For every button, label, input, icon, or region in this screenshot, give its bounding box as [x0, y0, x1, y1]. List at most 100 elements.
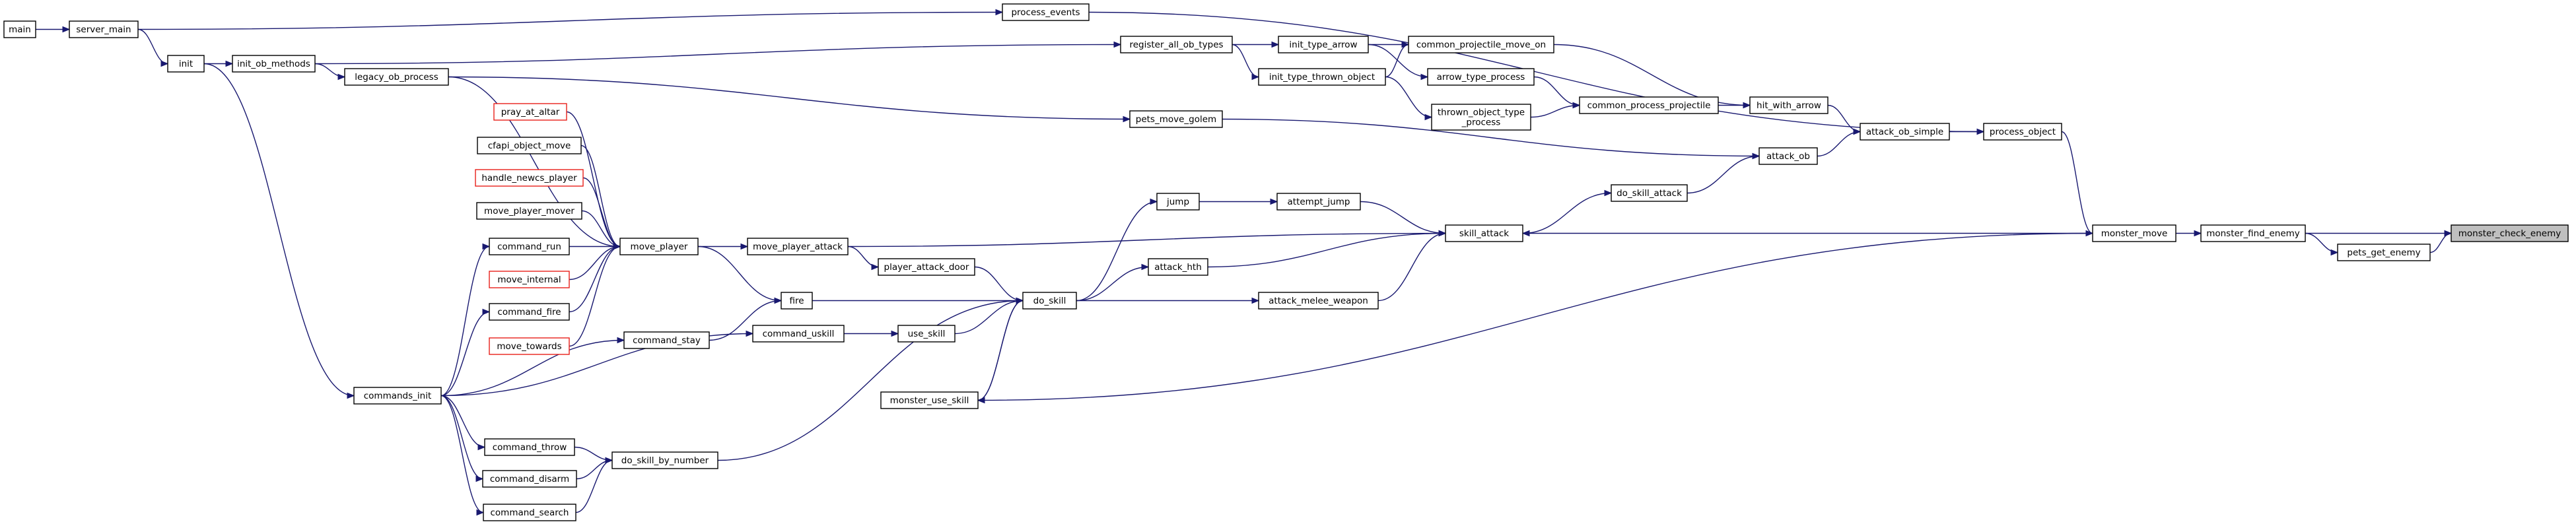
node-label: common_projectile_move_on [1416, 40, 1546, 50]
node-command_fire[interactable]: command_fire [489, 303, 570, 321]
node-do_skill_attack[interactable]: do_skill_attack [1611, 184, 1688, 202]
node-command_throw[interactable]: command_throw [484, 438, 575, 456]
node-process_object[interactable]: process_object [1983, 123, 2062, 141]
node-do_skill[interactable]: do_skill [1022, 292, 1077, 310]
node-pets_get_enemy[interactable]: pets_get_enemy [2337, 244, 2431, 261]
arrowhead-common_process_projectile-to-hit_with_arrow [1743, 102, 1751, 109]
node-process_events[interactable]: process_events [1002, 3, 1090, 21]
node-label: legacy_ob_process [355, 72, 438, 82]
node-move_player[interactable]: move_player [619, 238, 699, 255]
edge-register_all_ob_types-to-init_type_thrown_object [1232, 44, 1259, 78]
node-pets_move_golem[interactable]: pets_move_golem [1129, 110, 1223, 128]
arrowhead-skill_attack-to-do_skill_attack [1604, 189, 1613, 197]
node-monster_move[interactable]: monster_move [2092, 224, 2176, 242]
node-label: command_uskill [763, 329, 835, 339]
node-attack_ob[interactable]: attack_ob [1758, 147, 1818, 165]
node-init_ob_methods[interactable]: init_ob_methods [232, 55, 316, 73]
node-box [1611, 184, 1688, 202]
node-label: register_all_ob_types [1129, 40, 1223, 50]
node-label: process_events [1011, 7, 1080, 18]
arrowhead-monster_move-to-skill_attack [1521, 230, 1530, 237]
node-commands_init[interactable]: commands_init [353, 387, 442, 405]
arrowhead-init_type_thrown_object-to-thrown_object_type_process [1424, 114, 1433, 121]
node-fire[interactable]: fire [781, 292, 813, 310]
node-move_internal[interactable]: move_internal [489, 271, 570, 288]
edge-server_main-to-init [137, 28, 168, 65]
node-label: command_disarm [490, 474, 569, 484]
node-label: init_type_arrow [1289, 40, 1357, 50]
arrowhead-monster_move-to-monster_find_enemy [2194, 230, 2202, 237]
node-move_player_attack[interactable]: move_player_attack [747, 238, 849, 255]
node-box [489, 271, 570, 288]
node-init_type_thrown_object[interactable]: init_type_thrown_object [1258, 68, 1386, 86]
node-label: attack_ob_simple [1866, 127, 1943, 137]
node-box [1758, 147, 1818, 165]
arrowhead-server_main-to-init [160, 60, 169, 67]
edge-cfapi_object_move-to-move_player [580, 145, 621, 247]
node-do_skill_by_number[interactable]: do_skill_by_number [611, 451, 718, 469]
node-label: cfapi_object_move [488, 141, 571, 151]
node-label: init [179, 59, 193, 69]
node-move_player_mover[interactable]: move_player_mover [476, 202, 582, 220]
node-attack_ob_simple[interactable]: attack_ob_simple [1860, 123, 1950, 141]
node-command_stay[interactable]: command_stay [623, 331, 710, 349]
node-common_projectile_move_on[interactable]: common_projectile_move_on [1408, 36, 1554, 53]
node-main[interactable]: main [3, 20, 36, 38]
node-label: monster_use_skill [890, 395, 969, 406]
node-label: process_object [1990, 127, 2056, 137]
node-arrow_type_process[interactable]: arrow_type_process [1427, 68, 1535, 86]
node-label: arrow_type_process [1437, 72, 1525, 82]
arrowhead-commands_init-to-command_stay [617, 337, 625, 344]
node-use_skill[interactable]: use_skill [897, 325, 956, 343]
node-command_disarm[interactable]: command_disarm [482, 470, 577, 488]
node-box [1022, 292, 1077, 310]
node-command_uskill[interactable]: command_uskill [752, 325, 845, 343]
node-label: use_skill [908, 329, 946, 339]
node-box [482, 470, 577, 488]
node-monster_check_enemy[interactable]: monster_check_enemy [2451, 224, 2569, 242]
edge-use_skill-to-do_skill [954, 300, 1024, 335]
node-label: common_process_projectile [1587, 100, 1711, 111]
node-init_type_arrow[interactable]: init_type_arrow [1278, 36, 1369, 53]
node-label: thrown_object_type [1438, 108, 1525, 118]
node-handle_newcs_player[interactable]: handle_newcs_player [475, 169, 584, 187]
node-hit_with_arrow[interactable]: hit_with_arrow [1749, 96, 1828, 114]
node-monster_use_skill[interactable]: monster_use_skill [880, 391, 979, 409]
node-label: move_towards [497, 341, 561, 352]
node-box [489, 337, 570, 355]
node-jump[interactable]: jump [1156, 193, 1200, 211]
edge-command_disarm-to-do_skill_by_number [576, 459, 613, 480]
node-command_search[interactable]: command_search [483, 504, 576, 521]
edge-init_type_thrown_object-to-common_projectile_move_on [1385, 44, 1409, 78]
node-pray_at_altar[interactable]: pray_at_altar [493, 103, 567, 121]
node-cfapi_object_move[interactable]: cfapi_object_move [477, 137, 582, 154]
arrowhead-init-to-commands_init [347, 392, 355, 399]
node-attack_melee_weapon[interactable]: attack_melee_weapon [1258, 292, 1379, 310]
edge-command_search-to-do_skill_by_number [575, 459, 613, 513]
node-common_process_projectile[interactable]: common_process_projectile [1579, 96, 1719, 114]
edge-commands_init-to-command_search [440, 395, 484, 513]
node-label: server_main [76, 24, 131, 35]
node-label: command_throw [493, 442, 567, 453]
node-legacy_ob_process[interactable]: legacy_ob_process [344, 68, 449, 86]
node-server_main[interactable]: server_main [69, 20, 139, 38]
node-label: attack_melee_weapon [1269, 296, 1368, 306]
node-label: player_attack_door [884, 262, 969, 273]
edge-monster_move-to-monster_use_skill [977, 232, 2093, 401]
node-box [477, 137, 582, 154]
node-command_run[interactable]: command_run [489, 238, 570, 255]
node-init[interactable]: init [167, 55, 205, 73]
node-thrown_object_type_process[interactable]: thrown_object_type_process [1431, 104, 1531, 131]
node-move_towards[interactable]: move_towards [489, 337, 570, 355]
node-attack_hth[interactable]: attack_hth [1148, 258, 1208, 276]
node-monster_find_enemy[interactable]: monster_find_enemy [2200, 224, 2306, 242]
node-label: pray_at_altar [501, 107, 560, 117]
node-box [1129, 110, 1223, 128]
node-player_attack_door[interactable]: player_attack_door [878, 258, 975, 276]
node-attempt_jump[interactable]: attempt_jump [1276, 193, 1361, 211]
edge-attempt_jump-to-skill_attack [1360, 201, 1446, 234]
node-label: fire [789, 296, 804, 306]
node-register_all_ob_types[interactable]: register_all_ob_types [1120, 36, 1233, 53]
node-skill_attack[interactable]: skill_attack [1445, 224, 1523, 242]
